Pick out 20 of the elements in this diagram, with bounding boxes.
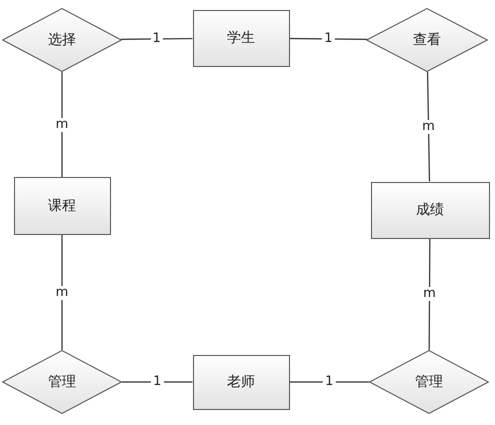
cardinality-label: m [421,287,438,302]
connector-line [290,38,368,40]
cardinality-label: m [54,286,70,300]
connector-line [61,72,63,177]
relationship-diamond: 查看 [366,8,488,72]
connector-line [120,38,192,40]
relationship-diamond: 管理 [369,350,489,414]
entity-box: 学生 [192,10,290,66]
connector-line [290,381,369,383]
relationship-diamond: 管理 [2,350,122,414]
entity-box: 老师 [192,354,290,410]
entity-box: 课程 [14,177,110,235]
cardinality-label: m [420,120,437,134]
relationship-diamond: 选择 [2,8,122,72]
connector-line [122,381,192,383]
entity-box: 成绩 [370,182,490,238]
connector-line [428,238,430,350]
connector-line [426,72,430,182]
cardinality-label: m [54,118,70,132]
connector-line [61,235,63,350]
